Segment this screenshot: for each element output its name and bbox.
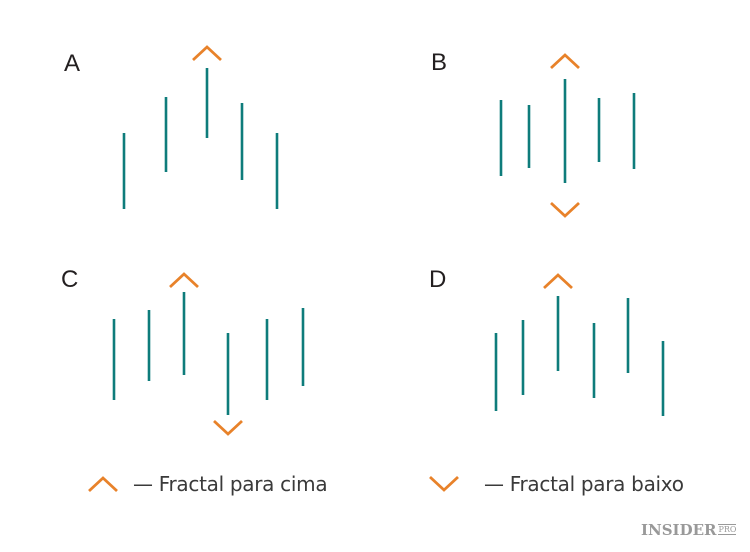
legend-chevron-up-icon	[88, 476, 118, 493]
panel-label-b: B	[431, 49, 448, 76]
panel-label-a: A	[64, 50, 81, 77]
panel-c-fractal-up-icon	[169, 272, 199, 289]
panel-label-c: C	[61, 266, 79, 293]
legend-up-text: — Fractal para cima	[133, 472, 328, 496]
logo-suffix: PRO	[718, 524, 737, 535]
panel-label-d: D	[429, 266, 447, 293]
panel-b-fractal-up-icon	[550, 53, 580, 70]
panel-a-fractal-up-icon	[192, 45, 222, 62]
logo-main: INSIDER	[641, 521, 717, 539]
panel-c-fractal-down-icon	[213, 419, 243, 436]
legend-down-text: — Fractal para baixo	[484, 472, 684, 496]
legend-chevron-down-icon	[429, 475, 459, 492]
panel-b-fractal-down-icon	[550, 201, 580, 218]
panel-d-fractal-up-icon	[543, 273, 573, 290]
